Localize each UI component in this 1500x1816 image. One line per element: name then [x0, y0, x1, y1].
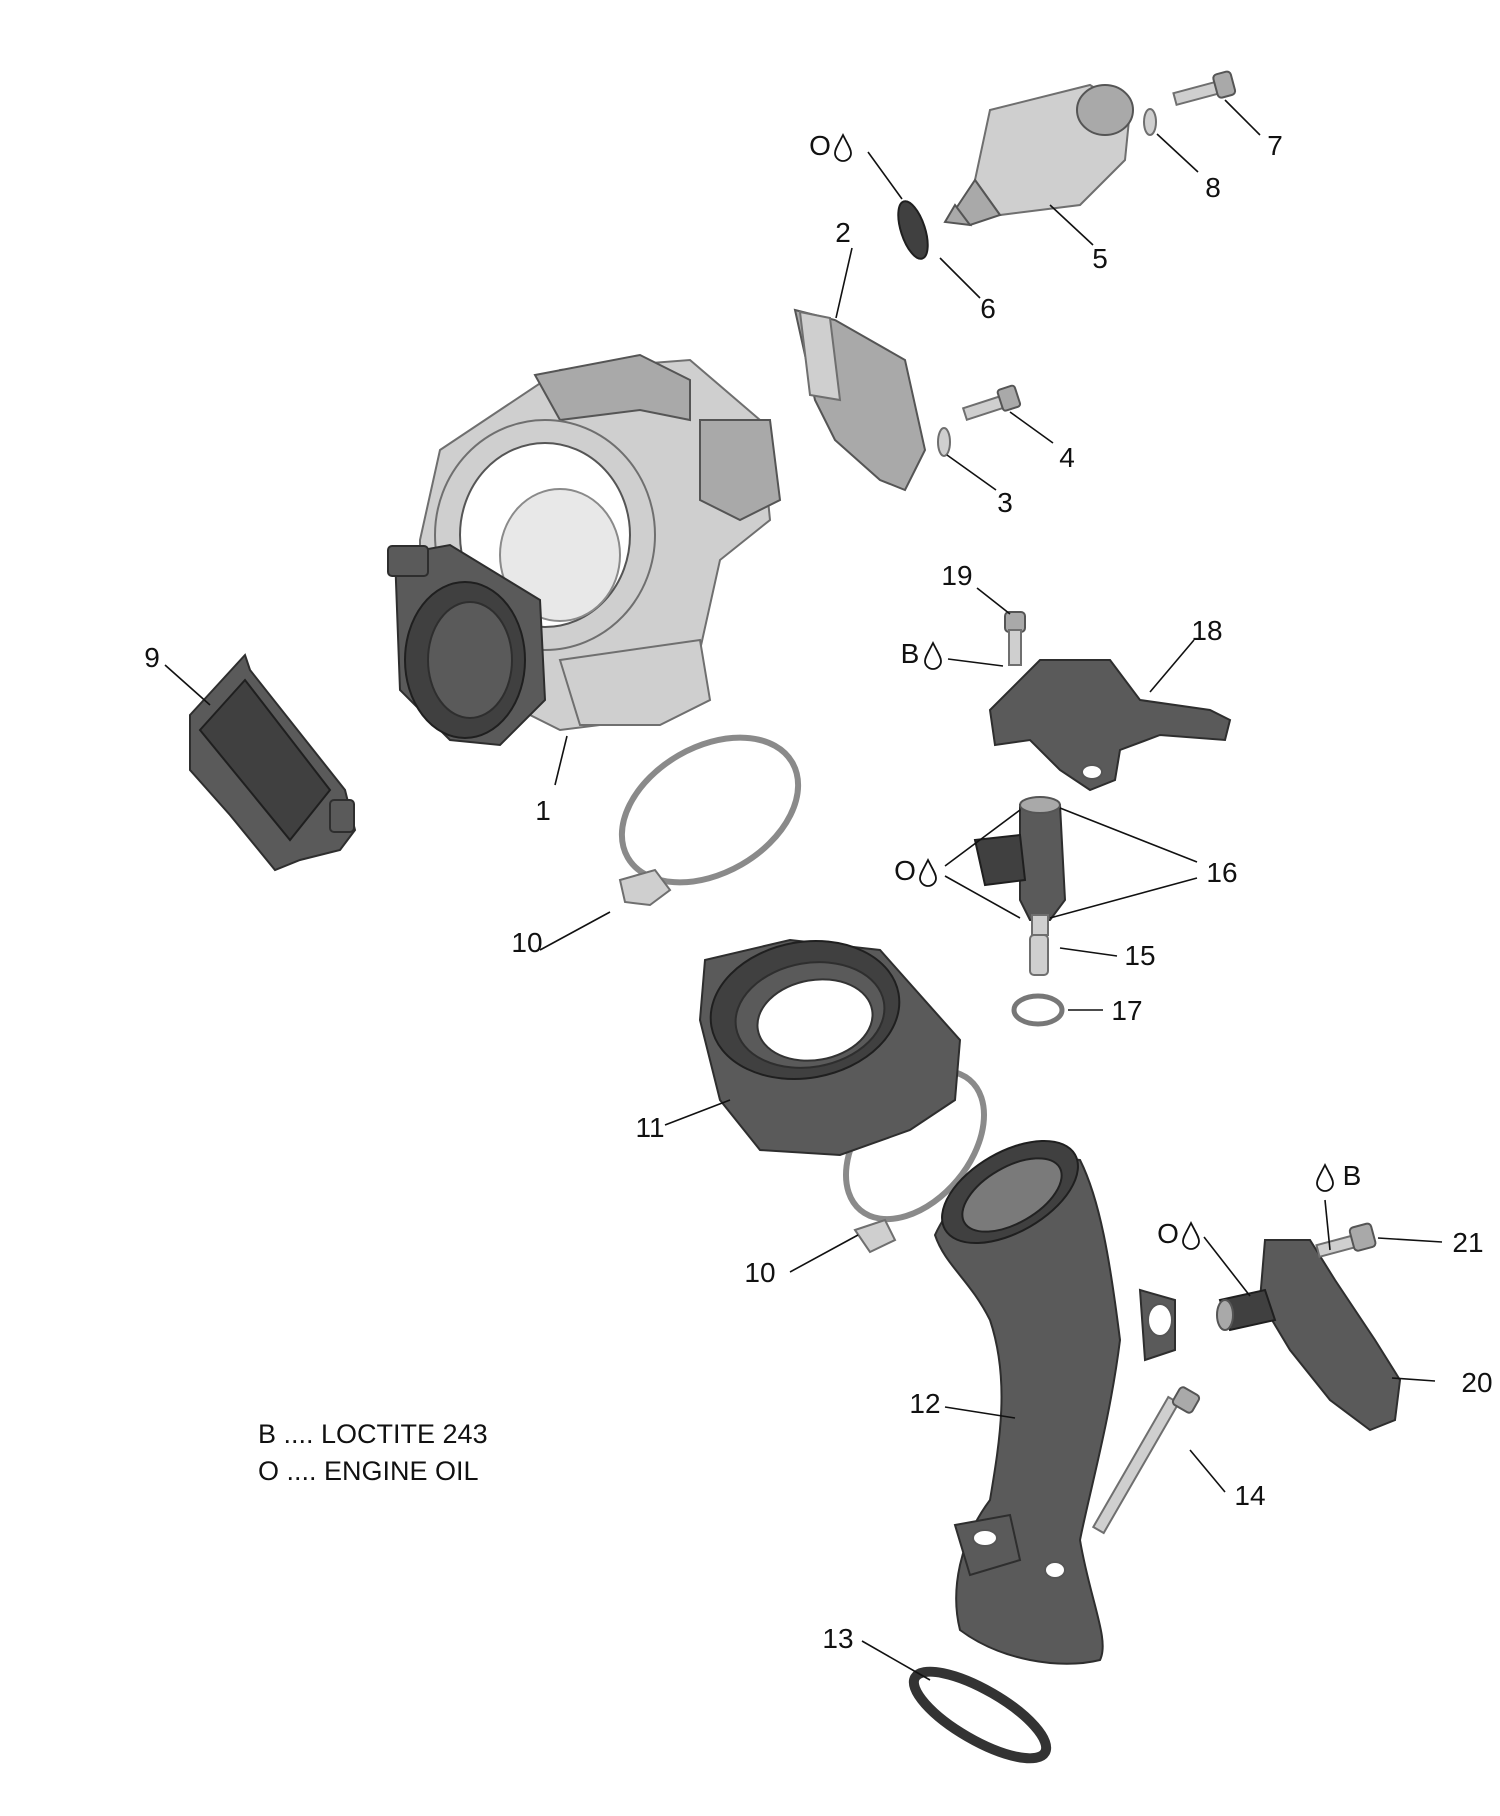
screw-21: [1315, 1222, 1377, 1259]
oil-mark-16: O: [894, 855, 916, 886]
legend: B .... LOCTITE 243 O .... ENGINE OIL: [258, 1419, 488, 1486]
oil-drop-icon: [919, 857, 937, 887]
callout-12: 12: [909, 1388, 940, 1419]
callout-21: 21: [1452, 1227, 1483, 1258]
callout-5: 5: [1092, 243, 1108, 274]
washer-3: [937, 427, 951, 457]
fitting-15: [1029, 934, 1049, 976]
callout-4: 4: [1059, 442, 1075, 473]
sensor-plate: [793, 308, 927, 492]
callout-13: 13: [822, 1623, 853, 1654]
o-ring-6: [897, 200, 929, 260]
screw-7: [1172, 70, 1237, 107]
callout-18: 18: [1191, 615, 1222, 646]
callout-11: 11: [635, 1112, 664, 1143]
callout-10-upper: 10: [511, 927, 542, 958]
clamp-10-upper: [618, 734, 802, 907]
intake-adapter: [698, 938, 962, 1157]
callout-3: 3: [997, 487, 1013, 518]
screw-4: [961, 384, 1022, 421]
callout-15: 15: [1124, 940, 1155, 971]
intake-elbow: [933, 1139, 1176, 1665]
o-ring-17: [1011, 993, 1065, 1027]
callout-labels: 1 2 3 4 5 6 7 8 9 10 10 11 12 13 14 15 1…: [144, 130, 1492, 1654]
oil-mark-20: O: [1157, 1218, 1179, 1249]
pressure-sensor: [1216, 1239, 1402, 1432]
legend-loctite: B .... LOCTITE 243: [258, 1419, 488, 1449]
oil-drop-icon: [1182, 1220, 1200, 1250]
callout-9: 9: [144, 642, 160, 673]
material-marks: O B O B O: [809, 130, 1362, 1250]
oil-drop-icon: [924, 640, 942, 670]
callout-16: 16: [1206, 857, 1237, 888]
loctite-mark-21: B: [1343, 1160, 1362, 1191]
callout-10-lower: 10: [744, 1257, 775, 1288]
sensor-housing: [189, 653, 357, 872]
screw-19: [1004, 611, 1026, 666]
oil-drop-icon: [1316, 1162, 1334, 1192]
oil-mark-6: O: [809, 130, 831, 161]
fuel-injector: [973, 796, 1067, 936]
callout-19: 19: [941, 560, 972, 591]
callout-8: 8: [1205, 172, 1221, 203]
bolt-14: [1091, 1386, 1201, 1535]
callout-7: 7: [1267, 130, 1283, 161]
idle-air-valve: [943, 83, 1134, 227]
loctite-mark-19: B: [901, 638, 920, 669]
leader-lines: [164, 99, 1443, 1681]
oil-drop-icon: [834, 132, 852, 162]
callout-20: 20: [1461, 1367, 1492, 1398]
callout-6: 6: [980, 293, 996, 324]
washer-8: [1143, 108, 1157, 136]
legend-engine-oil: O .... ENGINE OIL: [258, 1456, 479, 1486]
callout-1: 1: [535, 795, 551, 826]
callout-14: 14: [1234, 1480, 1265, 1511]
throttle-body: [387, 353, 782, 747]
callout-17: 17: [1111, 995, 1142, 1026]
fuel-rail: [988, 659, 1232, 792]
gasket-13: [908, 1666, 1052, 1764]
callout-2: 2: [835, 217, 851, 248]
